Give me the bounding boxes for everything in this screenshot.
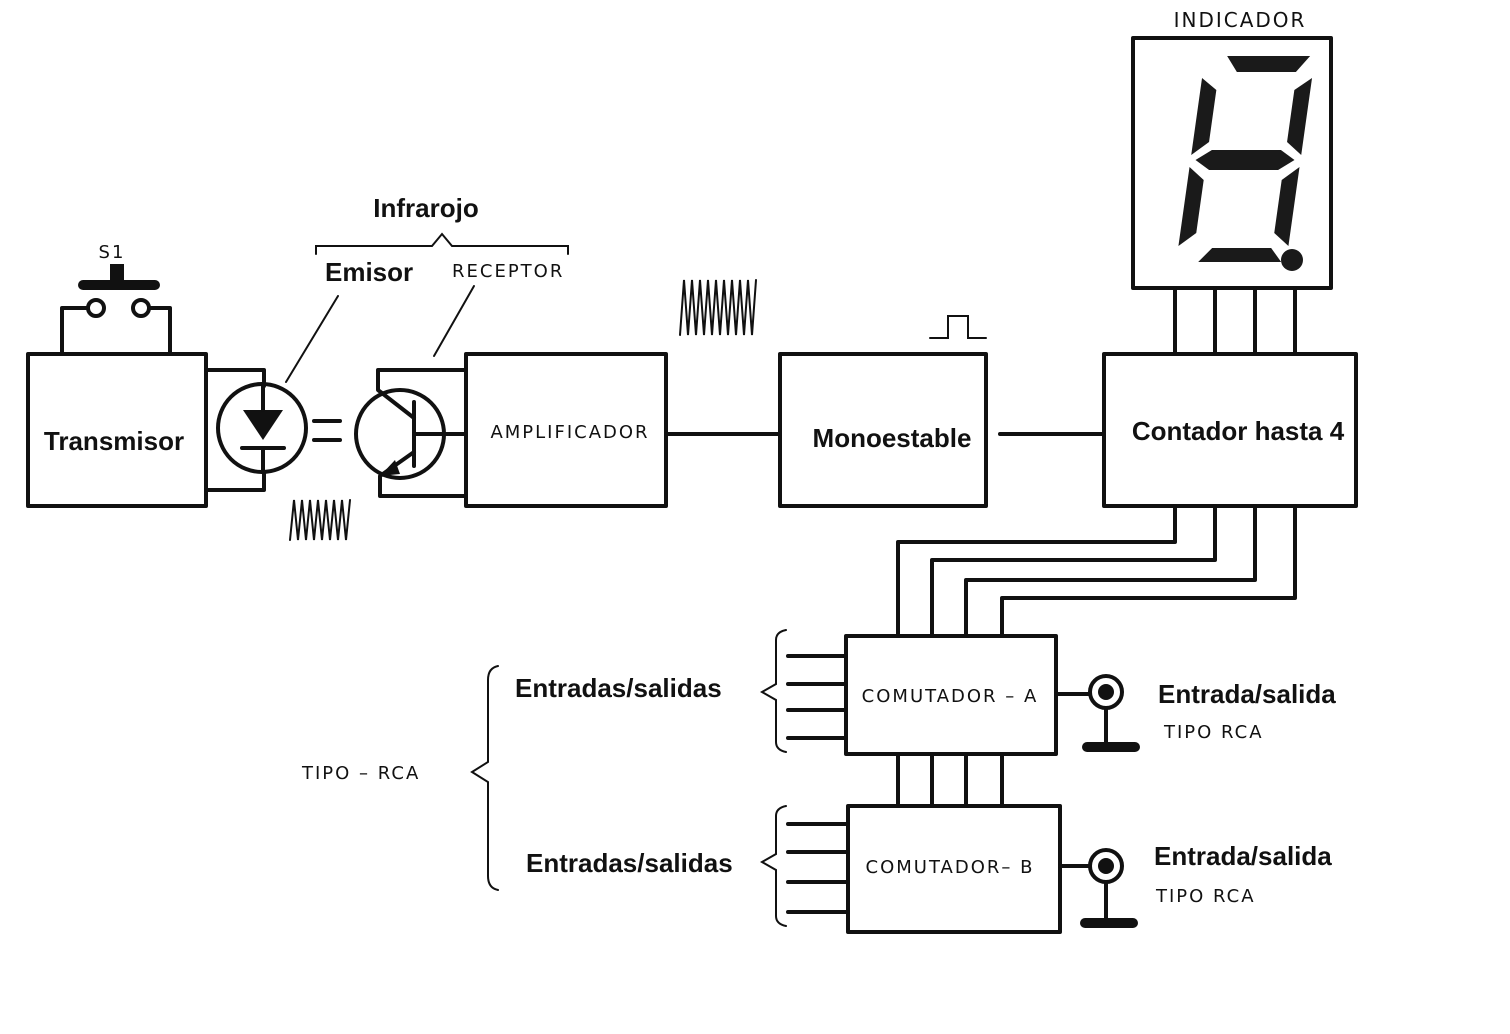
tipo-rca-brace: TIPO – RCA [301, 665, 499, 891]
indicator-frame [1131, 36, 1333, 290]
indicator-leads [1173, 286, 1297, 356]
seven-segment-digit [1178, 56, 1313, 262]
entradas-b-label: Entradas/salidas [526, 848, 733, 878]
ir-beam [312, 419, 342, 442]
amplificador-label: AMPLIFICADOR [490, 422, 649, 443]
wire-counter-4 [1000, 504, 1297, 638]
receptor-pointer [433, 285, 475, 357]
infrarojo-brace: Infrarojo Emisor RECEPTOR [315, 193, 569, 357]
transmisor-label: Transmisor [44, 426, 184, 456]
s1-switch: S1 [60, 242, 172, 356]
noise-signal-icon [289, 499, 351, 541]
wire-a-b [896, 752, 1004, 808]
entrada-a-label: Entrada/salida [1158, 679, 1336, 709]
wire-counter-2 [930, 504, 1217, 638]
emisor-pointer [285, 295, 339, 383]
ir-receptor [354, 368, 468, 498]
tipo-rca-b-label: TIPO RCA [1155, 886, 1256, 907]
comutador-b-block: COMUTADOR– B Entradas/salidas Entrada/sa… [526, 804, 1332, 934]
receptor-label: RECEPTOR [452, 261, 564, 282]
comutador-a-block: COMUTADOR – A Entradas/salidas Entrada/s… [515, 629, 1336, 756]
comutador-b-label: COMUTADOR– B [866, 857, 1035, 878]
amplificador-block: AMPLIFICADOR [464, 352, 668, 508]
indicator-display: INDICADOR [1131, 8, 1333, 356]
entrada-b-label: Entrada/salida [1154, 841, 1332, 871]
monoestable-block: Monoestable [778, 315, 988, 508]
tipo-rca-a-label: TIPO RCA [1163, 722, 1264, 743]
monoestable-label: Monoestable [813, 423, 972, 453]
s1-label: S1 [99, 242, 126, 263]
emisor-label: Emisor [325, 257, 413, 287]
decimal-point [1281, 249, 1303, 271]
wire-counter-3 [964, 504, 1257, 638]
comutador-a-label: COMUTADOR – A [862, 686, 1039, 707]
contador-label: Contador hasta 4 [1132, 416, 1345, 446]
burst-signal-icon [679, 279, 757, 336]
infrarojo-label: Infrarojo [373, 193, 478, 223]
transmisor-block: Transmisor [26, 352, 208, 508]
wire-counter-1 [896, 504, 1177, 638]
ir-emitter [204, 295, 339, 492]
contador-block: Contador hasta 4 [1102, 352, 1358, 508]
entradas-a-label: Entradas/salidas [515, 673, 722, 703]
tipo-rca-left-label: TIPO – RCA [301, 763, 420, 784]
pulse-icon [929, 315, 987, 339]
indicator-label: INDICADOR [1174, 8, 1307, 32]
